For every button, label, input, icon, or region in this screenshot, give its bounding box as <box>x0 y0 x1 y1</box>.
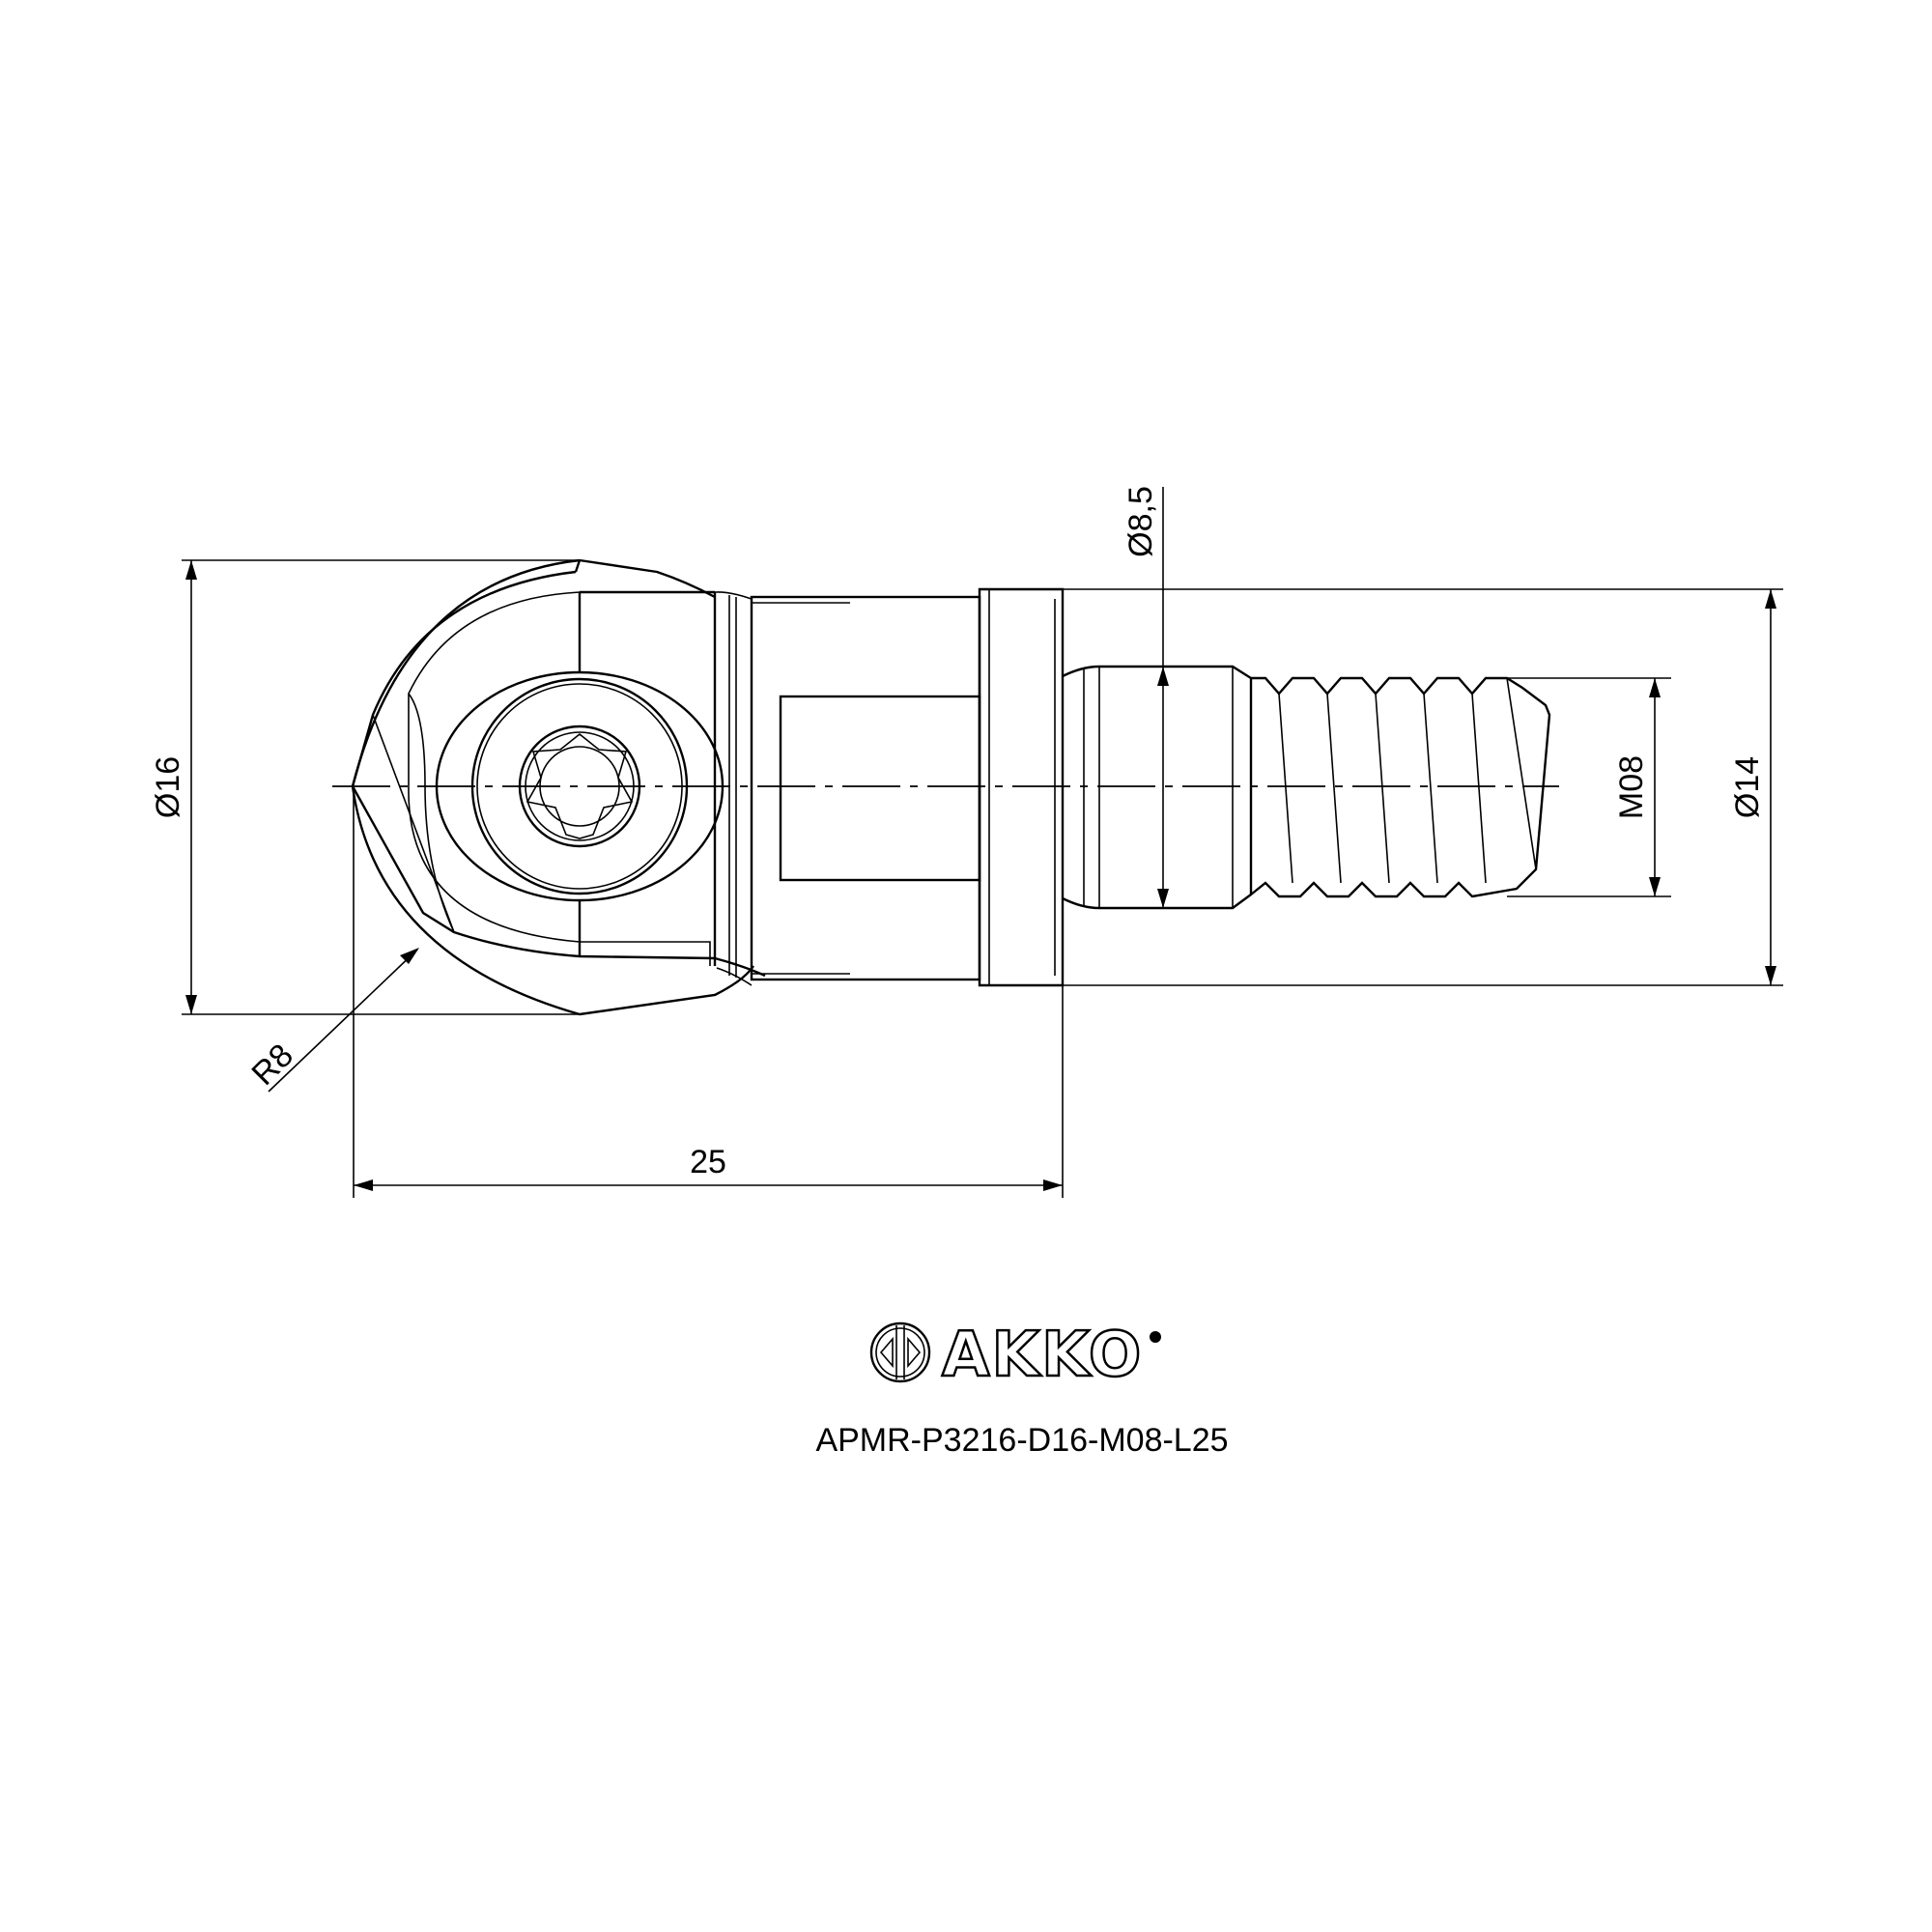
thread <box>1250 676 1551 898</box>
torx-screw <box>435 670 724 902</box>
ball-nose-head <box>351 558 766 1016</box>
dim-label-m08: M08 <box>1613 755 1650 819</box>
akko-logo: AKKO <box>869 1319 1161 1392</box>
part-number: APMR-P3216-D16-M08-L25 <box>815 1422 1228 1459</box>
registered-mark-icon <box>1150 1331 1161 1343</box>
dimension-d16: Ø16 <box>150 559 580 1015</box>
dimension-m08: M08 <box>1507 677 1671 897</box>
dim-label-d16: Ø16 <box>150 756 186 818</box>
dimension-radius: R8 <box>244 948 419 1093</box>
dim-label-radius: R8 <box>244 1037 300 1093</box>
body <box>750 587 1253 987</box>
dimension-length: 25 <box>353 786 1064 1198</box>
dim-label-length: 25 <box>690 1144 726 1180</box>
dim-label-d8-5: Ø8,5 <box>1122 486 1159 557</box>
logo-wordmark: AKKO <box>942 1320 1143 1391</box>
dim-label-d14: Ø14 <box>1729 756 1766 818</box>
dimension-d8-5: Ø8,5 <box>1122 486 1169 908</box>
dimension-d14: Ø14 <box>980 588 1783 986</box>
